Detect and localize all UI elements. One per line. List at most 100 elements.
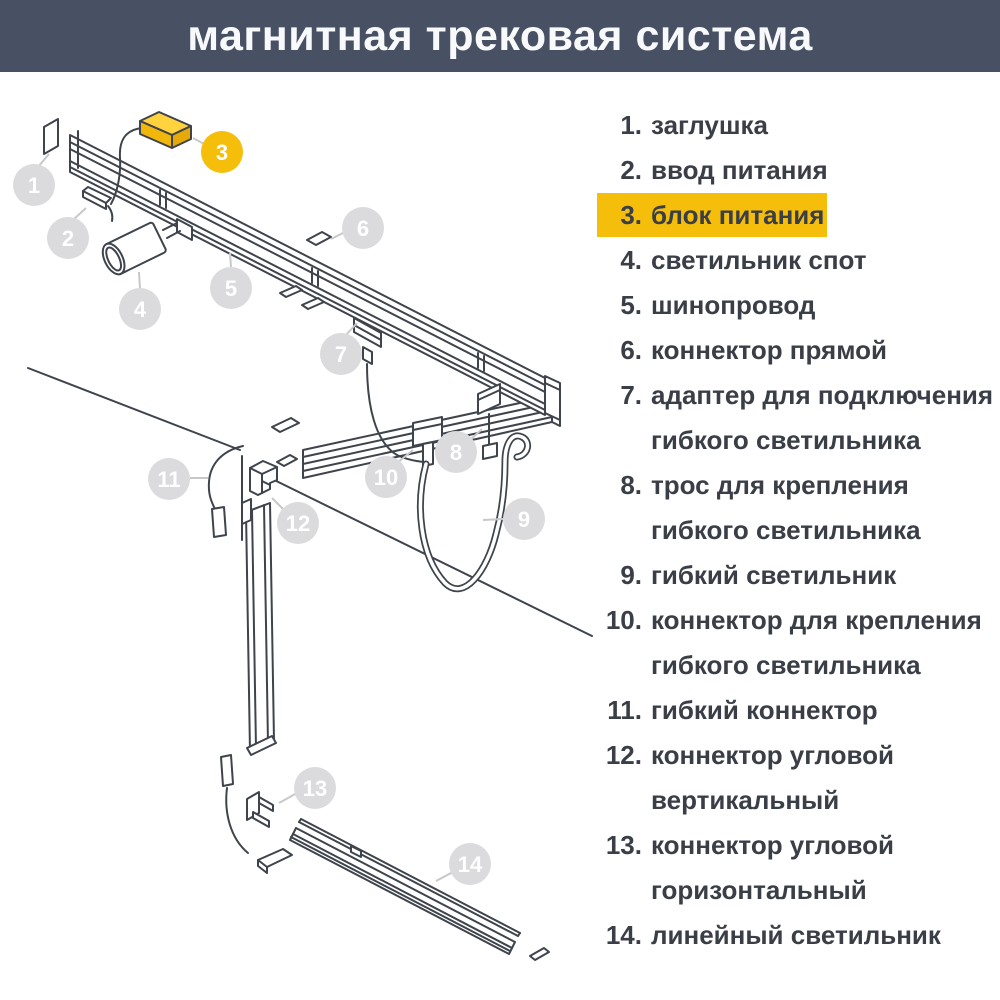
badge-13: 13 bbox=[294, 767, 336, 809]
legend-item-label: светильник спот bbox=[651, 245, 867, 275]
corner-connector-horizontal bbox=[246, 791, 274, 828]
legend-item-label: гибкий коннектор bbox=[651, 695, 878, 725]
svg-text:12: 12 bbox=[286, 511, 310, 536]
legend-item-label: коннектор для крепления bbox=[651, 605, 982, 635]
svg-text:2: 2 bbox=[62, 226, 74, 251]
legend-item-label: линейный светильник bbox=[651, 920, 941, 950]
end-cap-bottom bbox=[529, 947, 550, 961]
badge-11: 11 bbox=[148, 458, 190, 500]
linear-light bbox=[289, 818, 521, 955]
legend-item-number: 10. bbox=[605, 605, 642, 635]
legend-item-12: 12. коннектор угловой bbox=[580, 733, 995, 778]
legend-item-3: 3. блок питания bbox=[580, 193, 995, 238]
legend-item-13-line2: горизонтальный bbox=[580, 868, 995, 913]
small-adapter-pieces bbox=[241, 285, 325, 525]
legend-item-number: 6. bbox=[620, 335, 642, 365]
badge-1: 1 bbox=[13, 164, 55, 206]
legend-item-number: 1. bbox=[620, 110, 642, 140]
legend-item-label: коннектор угловой bbox=[651, 740, 895, 770]
badge-4: 4 bbox=[119, 288, 161, 330]
svg-text:14: 14 bbox=[458, 852, 483, 877]
legend-item-number: 7. bbox=[620, 380, 642, 410]
svg-text:10: 10 bbox=[374, 465, 398, 490]
legend-item-10: 10. коннектор для крепления bbox=[580, 598, 995, 643]
svg-text:13: 13 bbox=[303, 776, 327, 801]
badge-2: 2 bbox=[47, 217, 89, 259]
legend-item-number: 9. bbox=[620, 560, 642, 590]
legend-item-label: горизонтальный bbox=[651, 875, 867, 905]
legend-item-11: 11. гибкий коннектор bbox=[580, 688, 995, 733]
legend-item-1: 1. заглушка bbox=[580, 103, 995, 148]
svg-text:11: 11 bbox=[157, 467, 180, 492]
badge-3: 3 bbox=[201, 131, 243, 173]
svg-text:4: 4 bbox=[134, 297, 147, 322]
legend-item-label: шинопровод bbox=[651, 290, 816, 320]
legend-item-7: 7. адаптер для подключения bbox=[580, 373, 995, 418]
title-bar: магнитная трековая система bbox=[0, 0, 1000, 72]
badge-7: 7 bbox=[320, 333, 362, 375]
legend-list: 1. заглушка 2. ввод питания 3. блок питания 4.… bbox=[580, 103, 995, 958]
badge-14: 14 bbox=[449, 843, 491, 885]
power-input-piece bbox=[82, 186, 114, 222]
legend-item-label: заглушка bbox=[651, 110, 768, 140]
badge-9: 9 bbox=[503, 498, 545, 540]
badge-12: 12 bbox=[277, 502, 319, 544]
legend-item-label: ввод питания bbox=[651, 155, 828, 185]
svg-text:8: 8 bbox=[450, 440, 462, 465]
badge-5: 5 bbox=[210, 267, 252, 309]
svg-text:7: 7 bbox=[335, 342, 347, 367]
legend-item-number: 5. bbox=[620, 290, 642, 320]
badge-6: 6 bbox=[342, 207, 384, 249]
legend-item-label: коннектор прямой bbox=[651, 335, 887, 365]
legend-item-label: гибкого светильника bbox=[651, 425, 921, 455]
legend-item-5: 5. шинопровод bbox=[580, 283, 995, 328]
legend-item-label: гибкого светильника bbox=[651, 650, 921, 680]
legend-item-7-line2: гибкого светильника bbox=[580, 418, 995, 463]
upper-track bbox=[69, 130, 561, 421]
legend-item-label: трос для крепления bbox=[651, 470, 909, 500]
legend-item-2: 2. ввод питания bbox=[580, 148, 995, 193]
flex-light-mount-connector bbox=[412, 416, 443, 467]
svg-text:6: 6 bbox=[357, 216, 369, 241]
straight-connector-piece bbox=[306, 231, 332, 246]
flexible-connector-top bbox=[207, 445, 244, 538]
legend-item-8: 8. трос для крепления bbox=[580, 463, 995, 508]
legend-item-label: адаптер для подключения bbox=[651, 380, 994, 410]
legend-item-10-line2: гибкого светильника bbox=[580, 643, 995, 688]
badge-10: 10 bbox=[365, 456, 407, 498]
legend-item-label: коннектор угловой bbox=[651, 830, 895, 860]
legend-item-14: 14. линейный светильник bbox=[580, 913, 995, 958]
svg-text:5: 5 bbox=[225, 276, 237, 301]
legend-item-13: 13. коннектор угловой bbox=[580, 823, 995, 868]
legend-item-label: блок питания bbox=[651, 200, 825, 230]
legend-item-label: вертикальный bbox=[651, 785, 840, 815]
power-supply-box bbox=[110, 111, 192, 205]
legend-item-number: 2. bbox=[620, 155, 642, 185]
legend-item-6: 6. коннектор прямой bbox=[580, 328, 995, 373]
legend-item-number: 4. bbox=[620, 245, 642, 275]
svg-text:1: 1 bbox=[28, 173, 40, 198]
end-cap-top bbox=[43, 118, 59, 155]
legend-item-number: 12. bbox=[605, 740, 642, 770]
legend-item-12-line2: вертикальный bbox=[580, 778, 995, 823]
svg-text:9: 9 bbox=[518, 507, 530, 532]
svg-text:3: 3 bbox=[216, 140, 228, 165]
legend-item-number: 13. bbox=[605, 830, 642, 860]
legend-item-number: 3. bbox=[620, 200, 642, 230]
legend-item-number: 14. bbox=[605, 920, 642, 950]
spot-light bbox=[101, 218, 193, 276]
legend-item-number: 11. bbox=[607, 695, 642, 725]
legend-item-label: гибкого светильника bbox=[651, 515, 921, 545]
flexible-connector-bottom bbox=[220, 754, 293, 874]
suspension-cable bbox=[477, 383, 501, 460]
legend-item-number: 8. bbox=[620, 470, 642, 500]
page-title: магнитная трековая система bbox=[187, 11, 813, 60]
flexible-light bbox=[416, 432, 532, 593]
badge-8: 8 bbox=[435, 431, 477, 473]
vertical-track bbox=[245, 502, 277, 756]
legend-item-8-line2: гибкого светильника bbox=[580, 508, 995, 553]
legend-item-9: 9.гибкий светильник bbox=[580, 553, 995, 598]
